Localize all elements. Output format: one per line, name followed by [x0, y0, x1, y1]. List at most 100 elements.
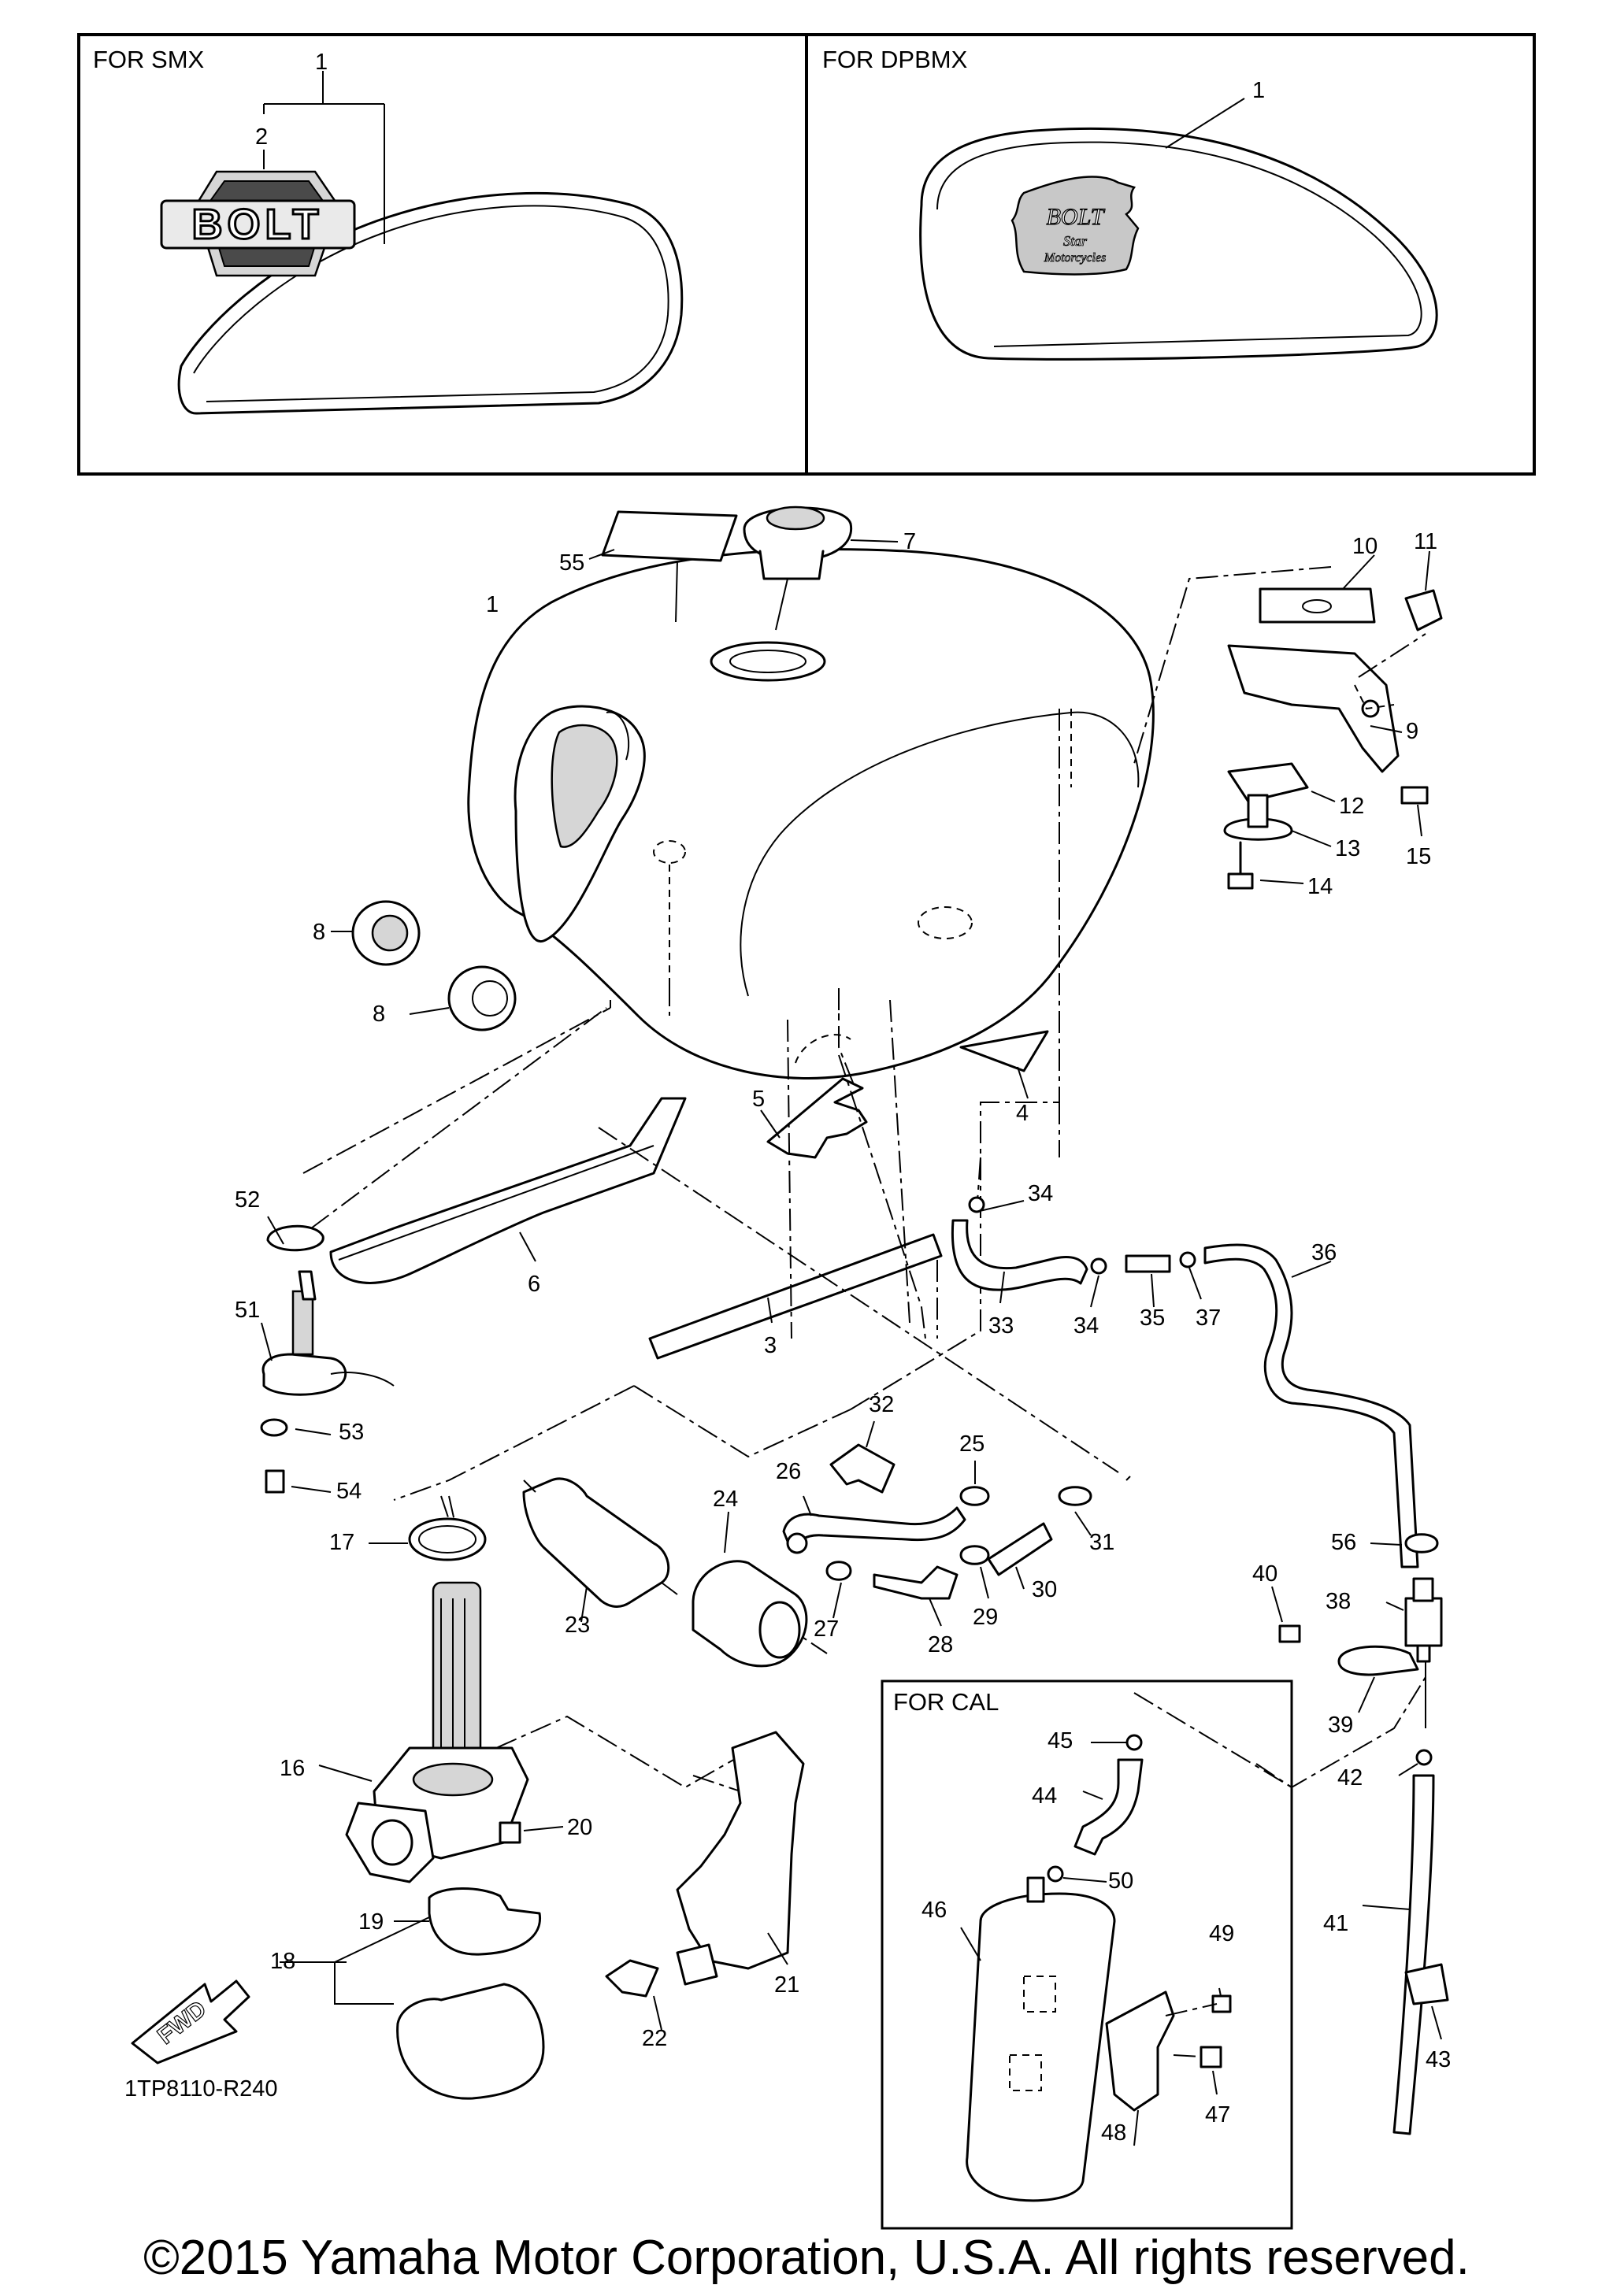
- callout-8b: 8: [373, 1002, 385, 1027]
- callout-18: 18: [270, 1949, 295, 1974]
- part-56-clamp: [1404, 1533, 1439, 1554]
- callout-33: 33: [988, 1313, 1014, 1339]
- part-11-clip: [1404, 589, 1443, 631]
- callout-12: 12: [1339, 794, 1364, 819]
- inset-dpbmx: FOR DPBMX 1 BOLT Star Motorcycles: [822, 46, 1438, 361]
- callout-14: 14: [1307, 874, 1333, 899]
- callout-24: 24: [713, 1487, 738, 1512]
- callout-smx-2: 2: [255, 124, 268, 150]
- inset-cal: FOR CAL: [881, 1679, 1293, 2230]
- part-3-pad: [648, 1233, 943, 1360]
- callout-43: 43: [1426, 2047, 1451, 2072]
- part-26-hose: [782, 1506, 966, 1553]
- part-22-clamp: [605, 1959, 659, 1998]
- callout-15: 15: [1406, 844, 1431, 869]
- callout-5: 5: [752, 1087, 765, 1112]
- callout-4: 4: [1016, 1101, 1029, 1126]
- callout-17: 17: [329, 1530, 354, 1555]
- callout-labels: 1 55 7 10 11 9 12 13 14 15 8 8 4 5 52 34…: [124, 529, 1451, 2146]
- callout-6: 6: [528, 1272, 540, 1297]
- dpbmx-emblem-line-3: Motorcycles: [1044, 251, 1106, 265]
- cover-group: [280, 1887, 545, 2100]
- callout-22: 22: [642, 2026, 667, 2051]
- part-53-washer: [260, 1418, 288, 1437]
- part-7-fuel-cap: [743, 505, 899, 631]
- dpbmx-star-emblem: BOLT Star Motorcycles: [1010, 176, 1140, 276]
- part-36-hose: [1203, 1243, 1419, 1568]
- part-17-gasket: [408, 1517, 487, 1561]
- part-21-hose: [676, 1731, 805, 1970]
- inset-smx-title: FOR SMX: [93, 46, 205, 73]
- part-47-bolt: [1200, 2046, 1222, 2068]
- part-15-bolt: [1400, 786, 1429, 805]
- inset-smx: FOR SMX 1 2 BOLT: [93, 46, 684, 415]
- tank-body: [467, 548, 1155, 1079]
- smx-emblem-text: BOLT: [192, 201, 324, 248]
- callout-36: 36: [1311, 1240, 1337, 1265]
- callout-13: 13: [1335, 836, 1360, 861]
- part-25-clamp: [959, 1486, 990, 1506]
- fuel-tank: [467, 548, 1155, 1079]
- callout-49: 49: [1209, 1921, 1234, 1946]
- sender-group: [260, 1007, 607, 1494]
- pump-hose-group: [605, 1731, 805, 2031]
- part-49-bolt: [1211, 1994, 1232, 2013]
- callout-48: 48: [1101, 2120, 1126, 2146]
- callout-29: 29: [973, 1605, 998, 1630]
- callout-45: 45: [1048, 1728, 1073, 1753]
- part-20-bolt: [499, 1821, 521, 1844]
- callout-11: 11: [1414, 529, 1437, 554]
- fuel-hose-group: [782, 1420, 1092, 1627]
- part-23-filter: [522, 1477, 670, 1608]
- part-54-bolt: [265, 1469, 285, 1494]
- part-29-clamp: [959, 1545, 990, 1565]
- part-39-holder: [1337, 1645, 1419, 1676]
- copyright-notice: ©2015 Yamaha Motor Corporation, U.S.A. A…: [143, 2231, 1470, 2285]
- filter-pump-group: [522, 1477, 808, 1668]
- part-41-hose: [1392, 1774, 1435, 2135]
- callout-21: 21: [774, 1972, 799, 1998]
- dpbmx-tank-outline: [919, 127, 1438, 361]
- callout-34b: 34: [1073, 1313, 1099, 1339]
- inset-boxes: [77, 33, 1536, 476]
- callout-50: 50: [1108, 1868, 1133, 1894]
- diagram-code: 1TP8110-R240: [124, 2076, 278, 2102]
- part-10-damper: [1259, 587, 1376, 624]
- bracket-group: [1133, 550, 1443, 890]
- part-12-rubber: [1227, 762, 1309, 803]
- callout-19: 19: [358, 1909, 384, 1935]
- callout-53: 53: [339, 1420, 364, 1445]
- smx-bolt-emblem: BOLT: [160, 170, 356, 277]
- part-55-decal: [601, 510, 738, 562]
- pump-assy-group: [318, 1517, 564, 1883]
- dpbmx-emblem-line-2: Star: [1063, 233, 1088, 249]
- fwd-arrow: FWD: [131, 1979, 250, 2065]
- callout-26: 26: [776, 1459, 801, 1484]
- callout-10: 10: [1352, 534, 1378, 559]
- part-14-bolt: [1227, 872, 1254, 890]
- callout-3: 3: [764, 1333, 777, 1358]
- part-44-hose: [1073, 1758, 1144, 1856]
- part-52-seal: [266, 1224, 324, 1252]
- callout-39: 39: [1328, 1713, 1353, 1738]
- callout-9: 9: [1406, 719, 1418, 744]
- part-43-clip: [1404, 1963, 1449, 2005]
- part-35-joint: [1125, 1254, 1171, 1273]
- part-40-bolt: [1278, 1624, 1301, 1643]
- callout-54: 54: [336, 1479, 362, 1504]
- part-32-clamp: [829, 1443, 895, 1494]
- callout-37: 37: [1196, 1305, 1221, 1331]
- part-8-grommet-b: [409, 965, 517, 1031]
- part-19-cover: [428, 1887, 542, 1956]
- callout-56: 56: [1331, 1530, 1356, 1555]
- vent-hose-group: [951, 1196, 1419, 1568]
- part-46-canister: [966, 1892, 1116, 2202]
- part-31-clamp: [1058, 1486, 1092, 1506]
- right-hose-group: [1271, 1533, 1449, 2135]
- part-33-hose: [951, 1219, 1088, 1291]
- callout-28: 28: [928, 1632, 953, 1657]
- callout-1: 1: [486, 592, 499, 617]
- callout-25: 25: [959, 1431, 984, 1457]
- part-27-clamp: [825, 1561, 852, 1581]
- callout-16: 16: [280, 1756, 305, 1781]
